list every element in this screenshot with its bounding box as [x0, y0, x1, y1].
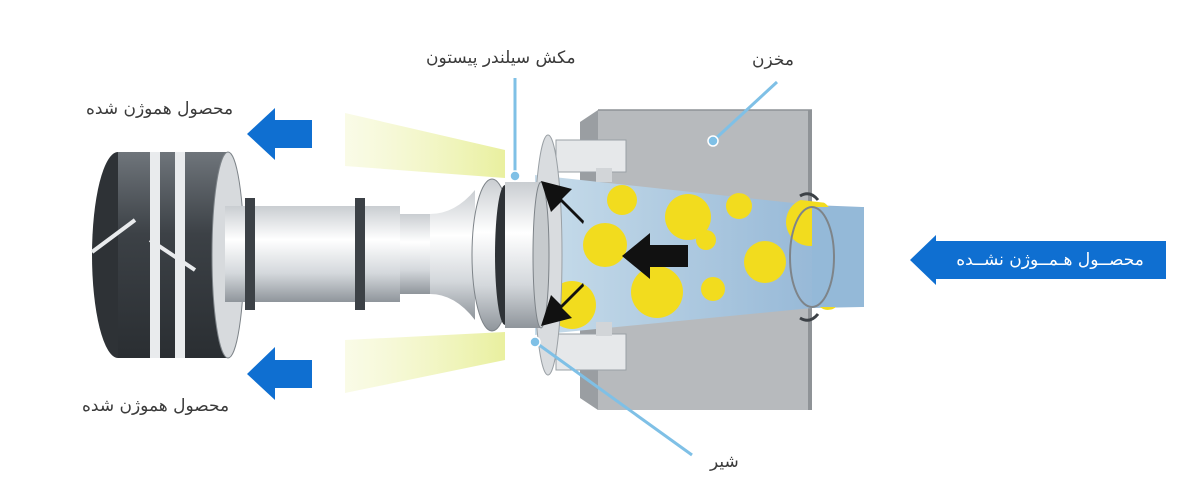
- flow-arrow-center: [622, 233, 688, 279]
- label-tank: مخزن: [752, 50, 794, 70]
- homogenized-spray: [345, 113, 505, 393]
- inlet-pipe: [789, 192, 864, 322]
- flow-arrow-upper: [541, 181, 584, 224]
- outlet-arrow-top: [247, 108, 312, 160]
- outlet-arrow-bottom: [247, 347, 312, 400]
- outlet-arrows: [247, 108, 312, 400]
- label-valve: شیر: [710, 452, 739, 472]
- label-homogenized-bottom: محصول هموژن شده: [82, 396, 230, 416]
- flow-arrows: [541, 181, 688, 326]
- leader-dots: [509, 135, 719, 348]
- flow-arrow-lower: [541, 283, 584, 326]
- inlet-arrow: [910, 235, 936, 285]
- label-piston: مکش سیلندر پیستون: [426, 48, 576, 68]
- label-homogenized-top: محصول هموژن شده: [86, 99, 234, 119]
- label-unhomogenized: محصــول هـمــوژن نشــده: [934, 241, 1166, 279]
- piston-assembly: [90, 151, 550, 359]
- leader-lines: [513, 78, 779, 457]
